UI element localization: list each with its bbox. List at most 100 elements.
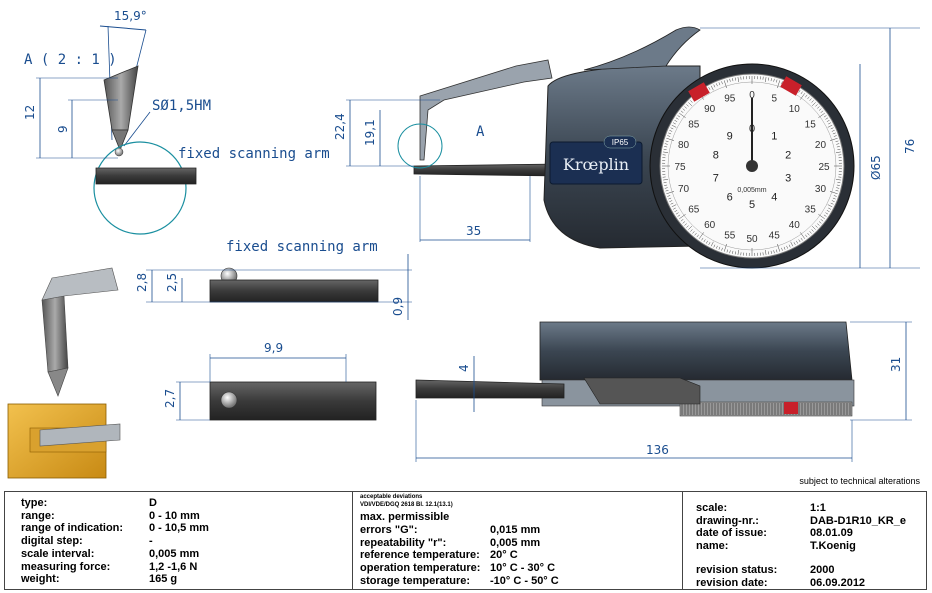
dial-tick (831, 130, 835, 132)
dial-outer-number: 20 (815, 140, 827, 151)
dial-tick (680, 110, 684, 113)
dial-tick (729, 78, 731, 82)
dial-outer-number: 30 (815, 184, 827, 195)
dial-tick (680, 219, 684, 222)
info-key: errors "G": (360, 524, 418, 536)
dial-tick (701, 237, 704, 241)
dial-tick (682, 221, 686, 224)
dim-9-9: 9,9 (264, 341, 283, 355)
info-key: range: (21, 509, 55, 522)
dial-outer-number: 25 (818, 162, 830, 173)
dial-tick (670, 127, 674, 130)
arm-top-view: 9,9 2,7 (163, 341, 377, 421)
info-value: 0 - 10 mm (149, 509, 200, 522)
dial-tick (836, 146, 840, 148)
dial-tick (815, 104, 818, 107)
dial-tick (835, 190, 839, 192)
dial-tick (729, 250, 731, 254)
info-value: 1,2 -1,6 N (149, 560, 198, 573)
dial-tick (684, 223, 687, 226)
dial-outer-number: 0 (749, 90, 755, 101)
dial-outer-number: 40 (789, 220, 801, 231)
info-key: revision date: (696, 576, 768, 589)
dim-65: Ø65 (869, 155, 883, 180)
lift-lever (583, 26, 701, 71)
dim-76: 76 (903, 139, 917, 154)
info-key: reference temperature: (360, 549, 480, 562)
info-key: weight: (21, 573, 60, 586)
dial-tick (831, 200, 835, 202)
dial-tick (836, 184, 840, 186)
dial-tick (694, 232, 697, 236)
dial-tick (666, 191, 675, 195)
dial-tick (665, 140, 669, 142)
arm-side-view: fixed scanning arm 2,8 2,5 0,9 (135, 239, 412, 320)
dial-tick (677, 214, 681, 217)
dial-inner-number: 7 (713, 173, 719, 185)
info-value: 06.09.2012 (810, 576, 866, 589)
dial-tick (723, 80, 727, 89)
dim-12: 12 (23, 105, 37, 120)
dial-tick (825, 212, 829, 215)
info-key: storage temperature: (360, 574, 471, 587)
dial-tick (818, 112, 825, 119)
dim-0-9: 0,9 (391, 297, 405, 316)
arm-side-bar (209, 279, 379, 303)
dial-tick (698, 232, 705, 239)
dial-tick (713, 84, 716, 88)
dial-tick (828, 207, 831, 210)
dial-inner-number: 6 (727, 192, 733, 204)
dial-tick (776, 79, 778, 83)
dial-tick (776, 249, 778, 253)
dial-tick (674, 119, 678, 122)
dial-tick (799, 232, 806, 239)
dial-tick (827, 204, 833, 208)
dial-outer-number: 85 (688, 120, 700, 131)
info-value: 0,015 mm (490, 524, 541, 536)
moving-arm (419, 59, 553, 161)
dial-tick (664, 187, 668, 189)
dial-tick (688, 225, 693, 230)
dial-tick (696, 234, 699, 238)
dial-tick (671, 124, 677, 128)
info-key: date of issue: (696, 527, 767, 540)
dial-tick (663, 182, 667, 184)
dial-tick (668, 197, 672, 200)
dial-tick (688, 102, 693, 107)
info-key: scale: (696, 502, 728, 514)
dial-tick (671, 204, 677, 208)
dial-tick (664, 143, 668, 145)
dial-tick (835, 179, 841, 181)
dial-tick (675, 117, 679, 120)
dial-outer-number: 45 (769, 230, 781, 241)
dim-35: 35 (466, 224, 481, 238)
dial-tick (800, 237, 803, 241)
dial-tick (682, 108, 686, 111)
dial-tick (807, 232, 810, 236)
dial-tick (777, 80, 781, 89)
dial-inner-number: 1 (771, 130, 777, 142)
fixed-arm-label-2: fixed scanning arm (226, 239, 378, 255)
dial-tick (811, 229, 814, 232)
dial-tick (723, 243, 727, 252)
dial-outer-number: 70 (678, 184, 690, 195)
dial-tick (732, 78, 734, 82)
dial-tick (673, 207, 676, 210)
dial-tick (726, 249, 728, 253)
dial-tick (770, 250, 772, 254)
dial-tick (817, 106, 820, 109)
dim-9: 9 (56, 125, 70, 133)
info-key: drawing-nr.: (696, 514, 759, 527)
dial-tick (781, 247, 783, 251)
dim-136: 136 (646, 443, 669, 457)
dial-tick (826, 210, 830, 213)
dial-tick (716, 245, 718, 249)
dial-tick (690, 100, 693, 103)
info-value: 0 - 10,5 mm (149, 522, 209, 535)
info-key: type: (21, 497, 48, 509)
dim-31: 31 (889, 357, 903, 372)
dial-tick (811, 100, 814, 103)
dial-tick (734, 251, 736, 255)
